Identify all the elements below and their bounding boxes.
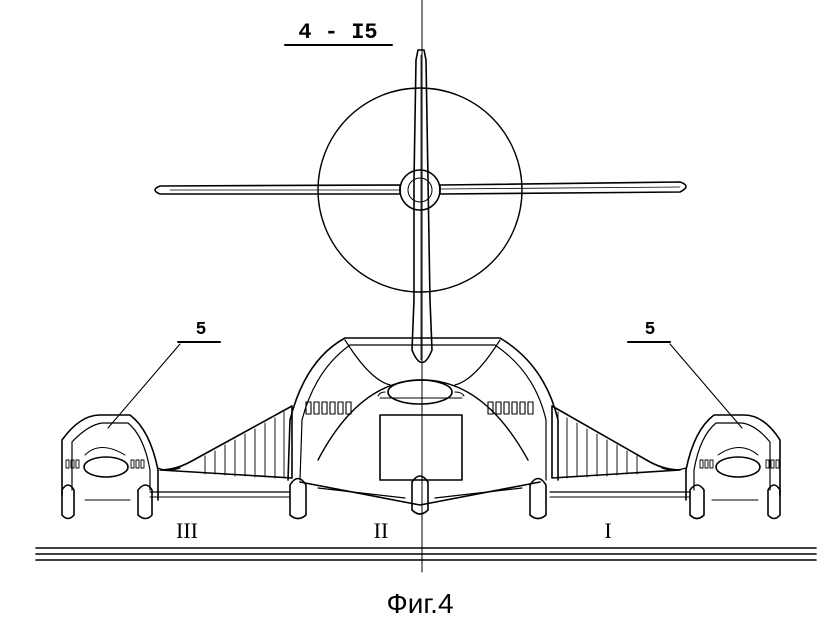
- callout-left-label: 5: [196, 320, 207, 340]
- callout-left-leader: [108, 344, 180, 428]
- fairing-left: [160, 406, 292, 478]
- section-right-label: I: [604, 518, 611, 543]
- pod-right: [686, 415, 780, 519]
- fairing-right: [552, 406, 680, 478]
- hull-arch: [318, 380, 528, 460]
- pod-left: [62, 415, 158, 519]
- rotor-blade-right: [440, 182, 686, 194]
- tail-fin: [412, 50, 432, 363]
- rotor-blade-left: [155, 185, 400, 194]
- rotor-hub: [400, 170, 440, 210]
- windows-left: [306, 402, 351, 414]
- lower-wing: [300, 482, 540, 505]
- windows-right: [488, 402, 533, 414]
- float-center-left: [290, 479, 306, 519]
- section-center-label: II: [374, 518, 389, 543]
- float-center-right: [530, 479, 546, 519]
- central-nacelle: [388, 380, 452, 404]
- figure-caption: Фиг.4: [386, 588, 454, 619]
- cargo-door: [380, 415, 462, 480]
- float-center-middle: [412, 476, 428, 514]
- section-left-label: III: [176, 518, 198, 543]
- callout-right-label: 5: [645, 320, 656, 340]
- central-hull: [288, 338, 558, 480]
- header-label: 4 - I5: [298, 20, 377, 45]
- callout-right-leader: [670, 344, 742, 428]
